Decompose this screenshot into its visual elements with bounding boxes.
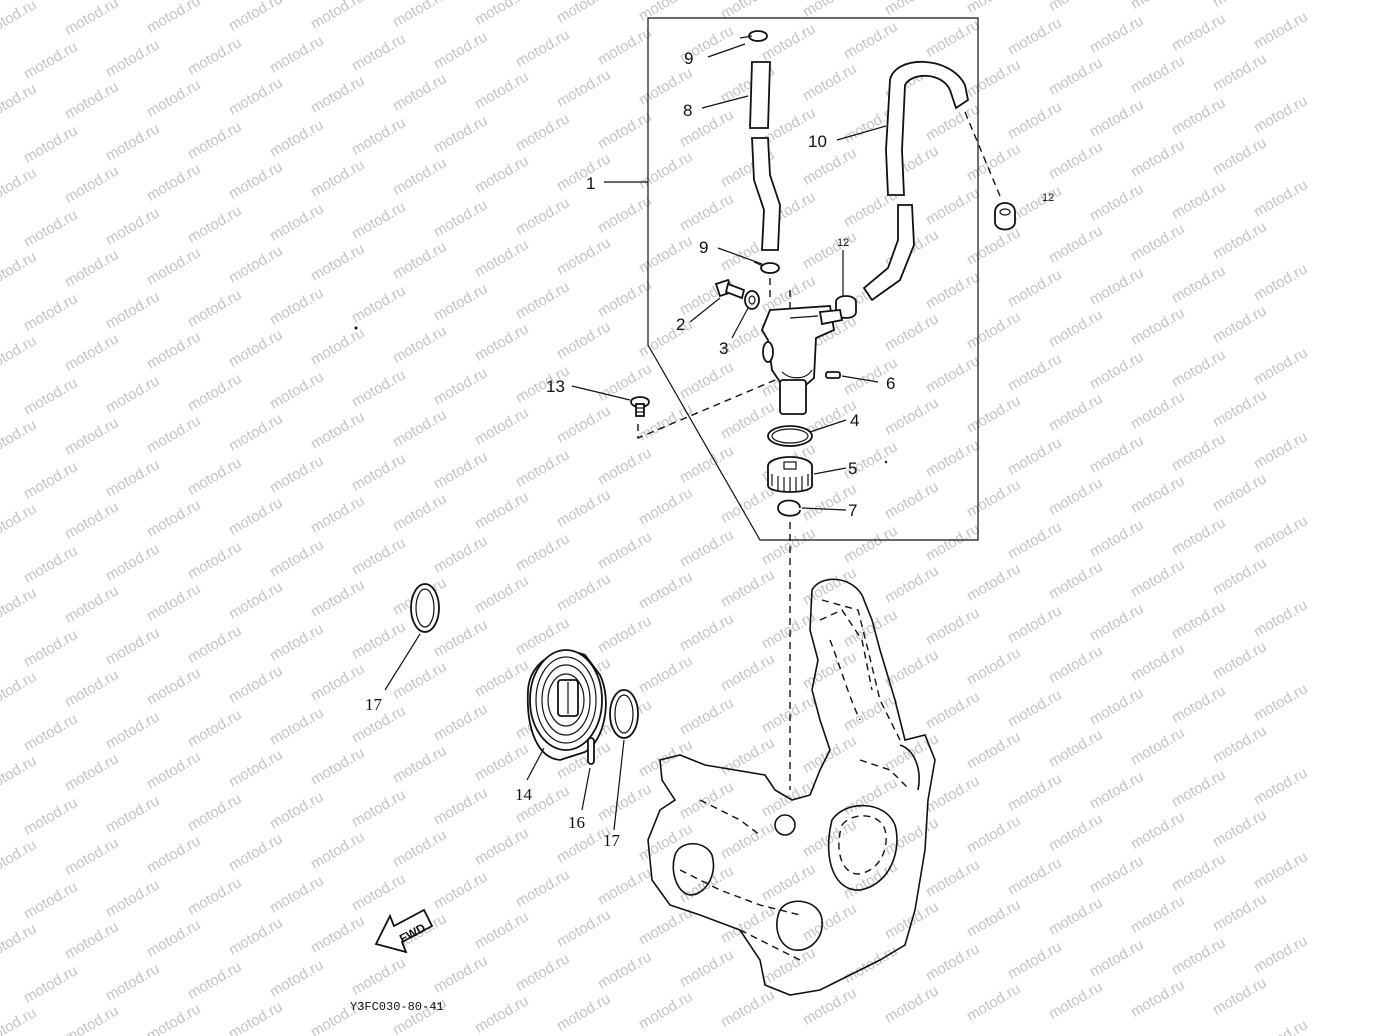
circlip-17-lower (609, 689, 639, 739)
oil-pump-body (760, 305, 844, 415)
callout-4: 4 (850, 411, 859, 430)
callout-5: 5 (848, 459, 857, 478)
callout-12-right: 12 (1042, 192, 1054, 204)
pin-16 (587, 737, 595, 765)
clip-9-top (739, 30, 768, 42)
guide-line-cap-12 (964, 111, 1001, 197)
pin-6 (825, 371, 841, 379)
callout-7: 7 (848, 501, 857, 520)
guide-line-screw-13 (637, 377, 781, 440)
callout-3: 3 (719, 339, 728, 358)
callout-12-pump: 12 (837, 237, 849, 249)
callout-14: 14 (515, 785, 533, 804)
assembly-outline (647, 17, 979, 541)
callout-6: 6 (886, 374, 895, 393)
callout-8: 8 (683, 101, 692, 120)
stray-mark (884, 460, 888, 464)
washer-3 (744, 290, 760, 310)
drawing-code: Y3FC030-80-41 (350, 1000, 444, 1014)
hose-10 (862, 60, 970, 302)
hose-8 (749, 61, 781, 251)
cap-12-right (994, 202, 1016, 231)
callout-17-upper: 17 (365, 695, 383, 714)
callout-2: 2 (676, 315, 685, 334)
screw-13 (630, 396, 650, 417)
callout-1: 1 (586, 174, 595, 193)
callout-9-top: 9 (684, 49, 693, 68)
callout-16: 16 (568, 813, 585, 832)
callout-10: 10 (808, 132, 827, 151)
stray-mark (354, 326, 358, 330)
pulley-14 (526, 649, 607, 761)
leader-lines (384, 43, 887, 831)
fwd-arrow-icon: FWD (374, 908, 434, 954)
circlip-7 (777, 499, 801, 517)
clip-9-lower (753, 261, 780, 274)
bolt-2 (714, 278, 746, 300)
circlip-17-upper (410, 583, 440, 633)
callout-9-lower: 9 (699, 238, 708, 257)
crankcase-cover (647, 578, 936, 996)
callout-13: 13 (546, 377, 565, 396)
gear-5 (767, 456, 813, 493)
callout-17-lower: 17 (603, 831, 621, 850)
